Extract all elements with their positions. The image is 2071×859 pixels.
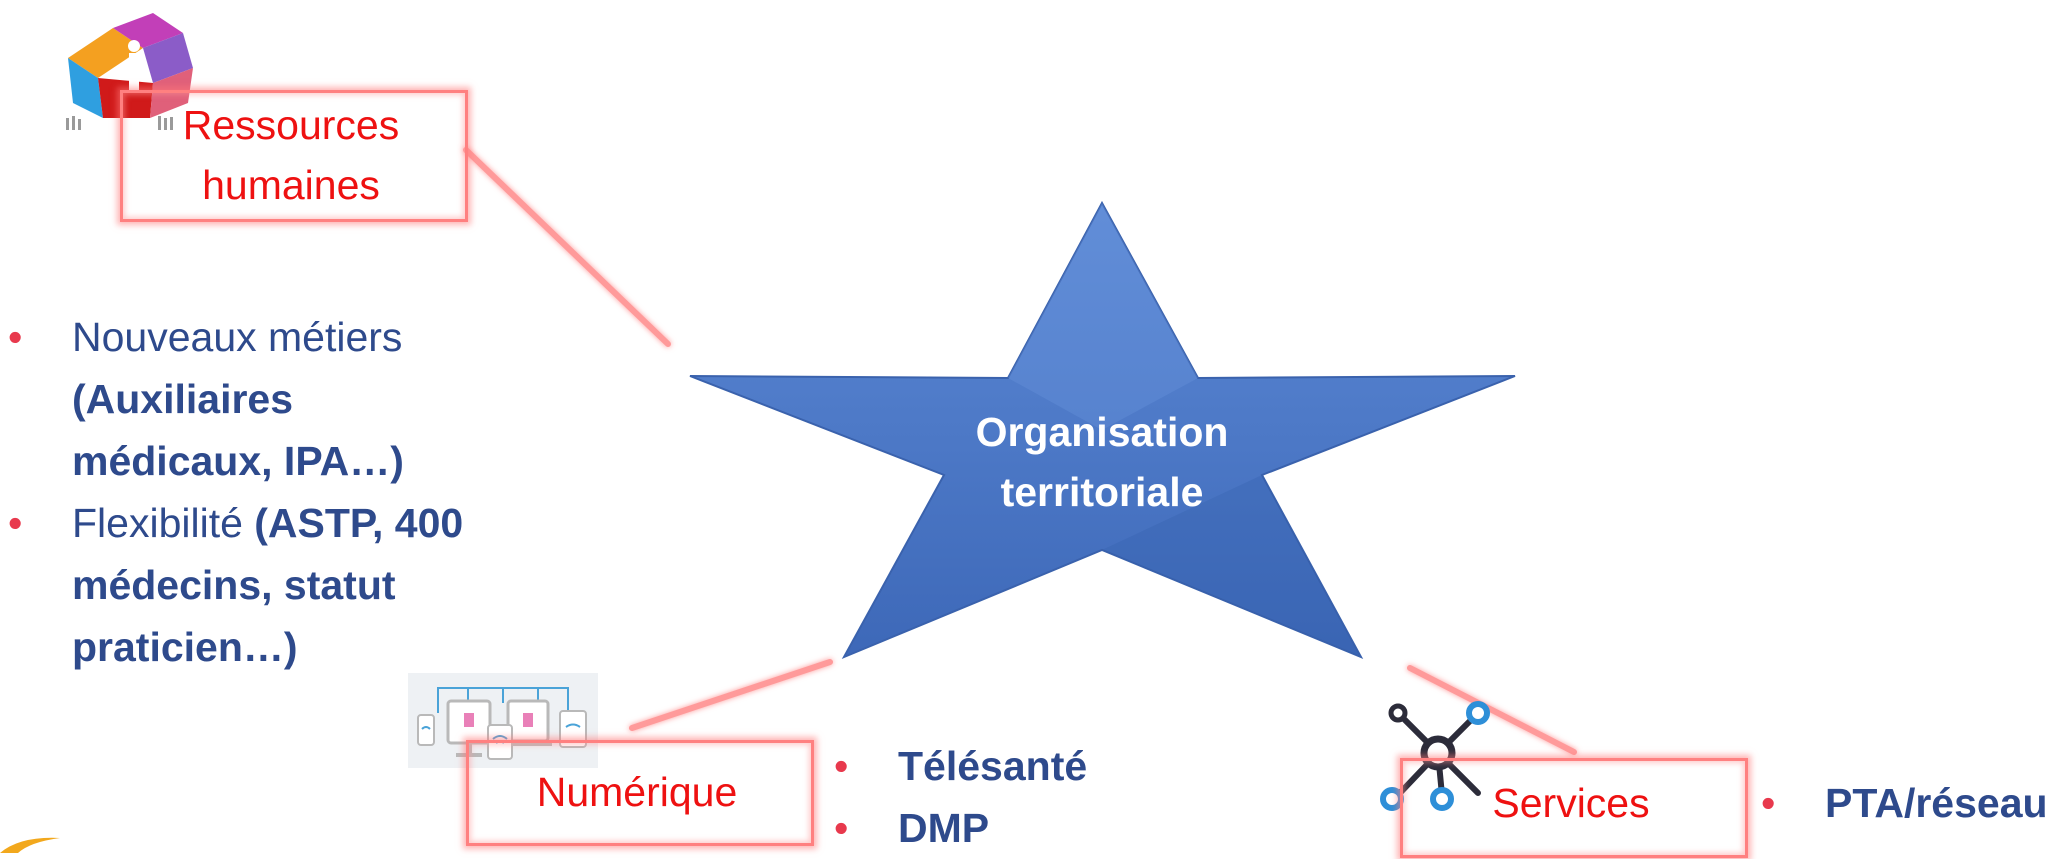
- rh-bullet-1-bold-1: (Auxiliaires: [72, 376, 294, 422]
- rh-bullet-2-plain: Flexibilité: [72, 500, 255, 546]
- rh-bullet-2-bold-3: praticien…): [72, 624, 298, 670]
- numerique-bullet-1: • Télésanté: [826, 735, 1246, 797]
- people-cube-icon: [58, 8, 200, 143]
- rh-line2: humaines: [202, 162, 380, 208]
- connector-lines: [463, 147, 1577, 755]
- rh-bullet-2-line1: Flexibilité (ASTP, 400: [72, 492, 520, 554]
- bullet-dot: •: [8, 314, 23, 360]
- connector-rh: [463, 147, 671, 347]
- node-numerique-label: Numérique: [536, 769, 738, 815]
- node-numerique-box: [466, 740, 814, 846]
- numerique-bullet-2: • DMP: [826, 797, 1246, 859]
- node-ressources-humaines-box: [120, 90, 468, 222]
- rh-bullet-1-plain: Nouveaux métiers: [72, 314, 403, 360]
- services-bullet-1-text: PTA/réseau: [1825, 780, 2048, 826]
- corner-swoosh-decoration: [0, 836, 60, 853]
- center-star: [689, 200, 1516, 660]
- rh-bullet-1-bold-2: médicaux, IPA…): [72, 438, 404, 484]
- rh-bullet-list: • Nouveaux métiers (Auxiliaires médicaux…: [0, 306, 520, 678]
- bullet-dot: •: [834, 743, 849, 789]
- numerique-bullet-2-text: DMP: [898, 805, 990, 851]
- center-line2: territoriale: [1000, 469, 1204, 515]
- node-services-label: Services: [1492, 780, 1650, 826]
- rh-bullet-2: • Flexibilité (ASTP, 400 médecins, statu…: [0, 492, 520, 678]
- connector-numerique: [629, 659, 833, 731]
- bullet-dot: •: [8, 500, 23, 546]
- center-star-label: Organisation territoriale: [902, 402, 1302, 522]
- services-bullet-1: • PTA/réseau: [1753, 772, 2071, 834]
- connector-services: [1407, 665, 1577, 755]
- bullet-dot: •: [1761, 780, 1776, 826]
- node-ressources-humaines-label: Ressources humaines: [120, 95, 462, 215]
- rh-line1: Ressources: [182, 102, 400, 148]
- numerique-bullet-1-text: Télésanté: [898, 743, 1088, 789]
- devices-icon: [408, 673, 598, 768]
- bullet-dot: •: [834, 805, 849, 851]
- services-bullet-list: • PTA/réseau: [1753, 772, 2071, 834]
- rh-bullet-1: • Nouveaux métiers (Auxiliaires médicaux…: [0, 306, 520, 492]
- center-line1: Organisation: [975, 409, 1229, 455]
- numerique-bullet-list: • Télésanté • DMP: [826, 735, 1246, 859]
- rh-bullet-2-bold-1: (ASTP, 400: [254, 500, 464, 546]
- rh-bullet-2-bold-2: médecins, statut: [72, 562, 396, 608]
